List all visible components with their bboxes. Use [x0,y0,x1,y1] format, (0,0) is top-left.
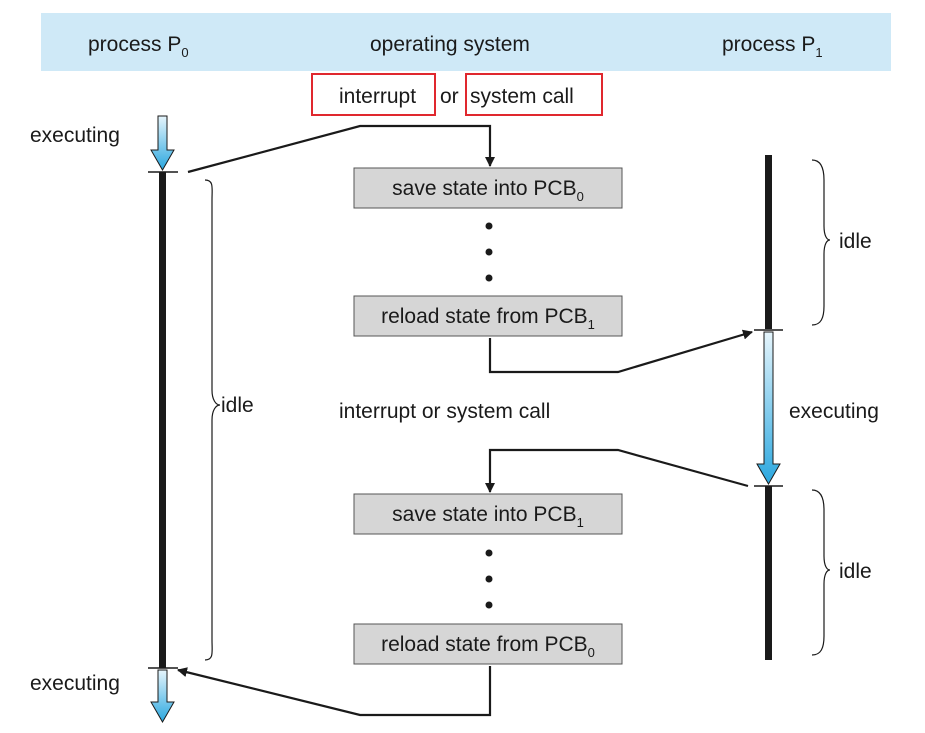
interrupt-highlight-box [311,73,436,116]
top-system-call-label: system call [470,85,574,108]
top-or-label: or [440,85,459,108]
p0-exec-bottom-arrow [150,669,175,724]
os-to-p0-arrow [177,666,492,717]
save-state-pcb1-box [353,493,623,535]
ellipsis-dot [485,549,493,557]
ellipsis-dot [485,601,493,609]
p0-idle-label: idle [221,394,254,417]
header-operating-system: operating system [370,33,530,56]
p1-idle-bottom-bar [765,486,772,660]
ellipsis-dot [485,575,493,583]
ellipsis-dot [485,274,493,282]
reload-state-pcb1-label: reload state from PCB1 [381,305,595,332]
os-to-p1-arrow [488,329,753,374]
save-state-pcb0-label: save state into PCB0 [392,177,584,204]
p1-exec-arrow [756,331,781,486]
p0-exec-bottom-label: executing [30,672,120,695]
p0-to-os-arrow [187,124,495,174]
p1-idle-bottom-label: idle [839,560,872,583]
p1-idle-top-brace [811,159,831,326]
reload-state-pcb1-box [353,295,623,337]
p1-idle-bottom-brace [811,489,831,656]
p1-idle-top-label: idle [839,230,872,253]
reload-state-pcb0-label: reload state from PCB0 [381,633,595,660]
p0-idle-bar [159,172,166,668]
ellipsis-dot [485,248,493,256]
ellipsis-dot [485,222,493,230]
header-process-p1: process P1 [722,33,823,60]
system-call-highlight-box [465,73,603,116]
header-process-p0: process P0 [88,33,189,60]
p0-exec-top-arrow [150,115,175,172]
reload-state-pcb0-box [353,623,623,665]
save-state-pcb0-box [353,167,623,209]
p1-to-os-arrow [485,448,749,493]
middle-event-label: interrupt or system call [339,400,550,423]
header-bar [41,13,891,71]
p0-exec-top-label: executing [30,124,120,147]
p1-idle-top-bar [765,155,772,329]
p0-idle-brace [204,179,221,661]
p1-exec-label: executing [789,400,879,423]
top-interrupt-label: interrupt [339,85,416,108]
save-state-pcb1-label: save state into PCB1 [392,503,584,530]
